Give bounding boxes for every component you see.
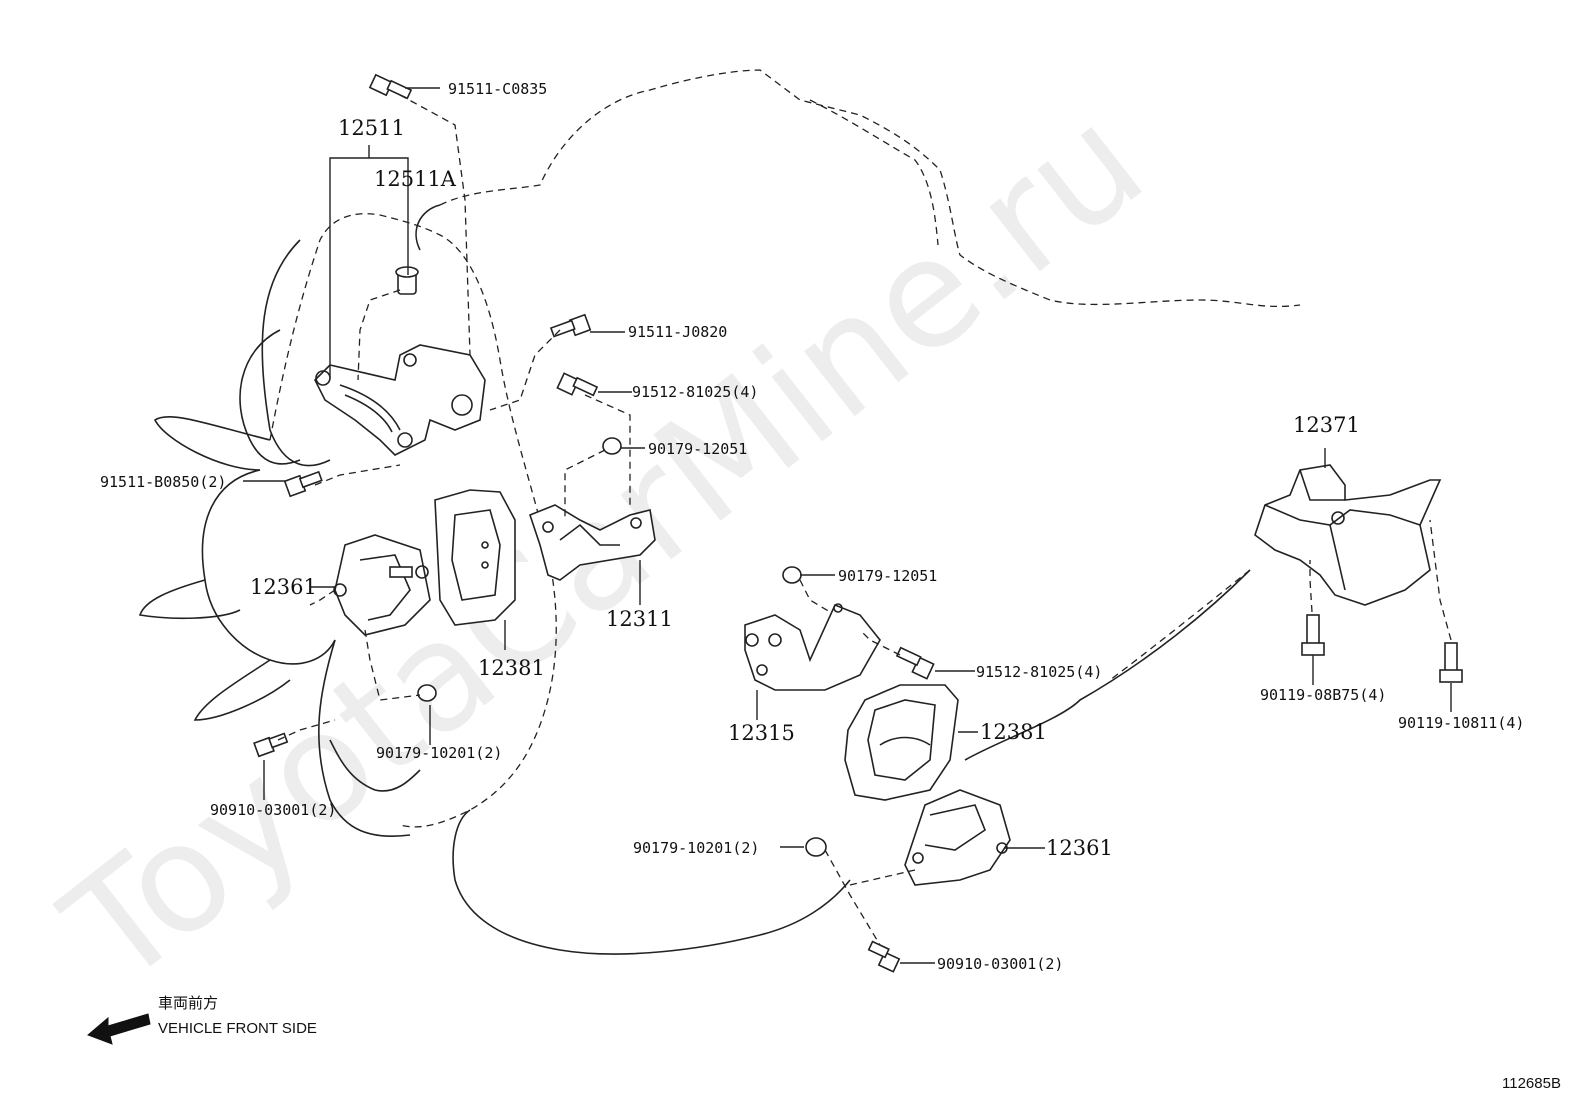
label-91512-81025-b: 91512-81025(4) [976,663,1102,681]
nut-90179-10201-a-icon [417,684,437,702]
part-labels: 91511-C0835 12511 12511A 91511-J0820 915… [100,80,1524,973]
label-12315: 12315 [728,721,795,745]
insulator-12361-right [904,789,1011,886]
nut-90179-12051-a-icon [602,437,622,455]
label-90179-10201-b: 90179-10201(2) [633,839,759,857]
cushion-12381-right [844,684,959,801]
label-12311: 12311 [606,607,673,631]
insulator-12361-left [333,534,431,636]
label-90179-12051-a: 90179-12051 [648,440,747,458]
cooling-fan [138,239,411,838]
label-91512-81025-a: 91512-81025(4) [632,383,758,401]
leader-lines [243,87,1452,964]
label-91511-C0835: 91511-C0835 [448,80,547,98]
assembly-lines [277,94,1452,946]
bolt-91512-81025-b-icon [895,646,935,680]
label-90179-12051-b: 90179-12051 [838,567,937,585]
label-12361-b: 12361 [1046,836,1113,860]
stud-12511A [395,266,419,295]
bolt-91512-81025-a-icon [556,372,599,397]
label-90119-08B75: 90119-08B75(4) [1260,686,1386,704]
label-90119-10811: 90119-10811(4) [1398,714,1524,732]
bracket-12311 [529,504,656,581]
label-12511A: 12511A [374,167,457,191]
fasteners [253,73,1463,973]
bolt-91511-B0850-icon [283,470,323,498]
engine-outline [269,69,1301,955]
cushion-12381-left [434,489,516,626]
direction-japanese: 車両前方 [158,995,218,1012]
figure-id: 112685B [1502,1075,1561,1092]
insulator-12371 [1254,464,1442,606]
label-90910-03001-a: 90910-03001(2) [210,801,336,819]
nut-90179-10201-b-icon [805,837,827,857]
label-91511-J0820: 91511-J0820 [628,323,727,341]
direction-english: VEHICLE FRONT SIDE [158,1020,317,1037]
label-91511-B0850: 91511-B0850(2) [100,473,226,491]
front-arrow-icon [87,1013,151,1045]
bracket-12511 [314,344,486,456]
vehicle-front-indicator: 車両前方 VEHICLE FRONT SIDE [87,995,317,1045]
label-12511: 12511 [338,116,405,140]
bolt-91511-C0835-icon [368,73,413,100]
label-90179-10201-a: 90179-10201(2) [376,744,502,762]
bolt-90119-08B75-icon [1301,614,1325,656]
bolt-90910-03001-a-icon [253,732,289,758]
label-12381-b: 12381 [980,720,1047,744]
label-12361-a: 12361 [250,575,317,599]
label-12371: 12371 [1293,413,1360,437]
bolt-90119-10811-icon [1439,642,1463,683]
bolt-90910-03001-b-icon [867,940,901,973]
label-12381-a: 12381 [478,656,545,680]
nut-90179-12051-b-icon [782,566,802,584]
label-90910-03001-b: 90910-03001(2) [937,955,1063,973]
bracket-12315 [744,603,881,691]
bolt-91511-J0820-icon [549,313,592,338]
